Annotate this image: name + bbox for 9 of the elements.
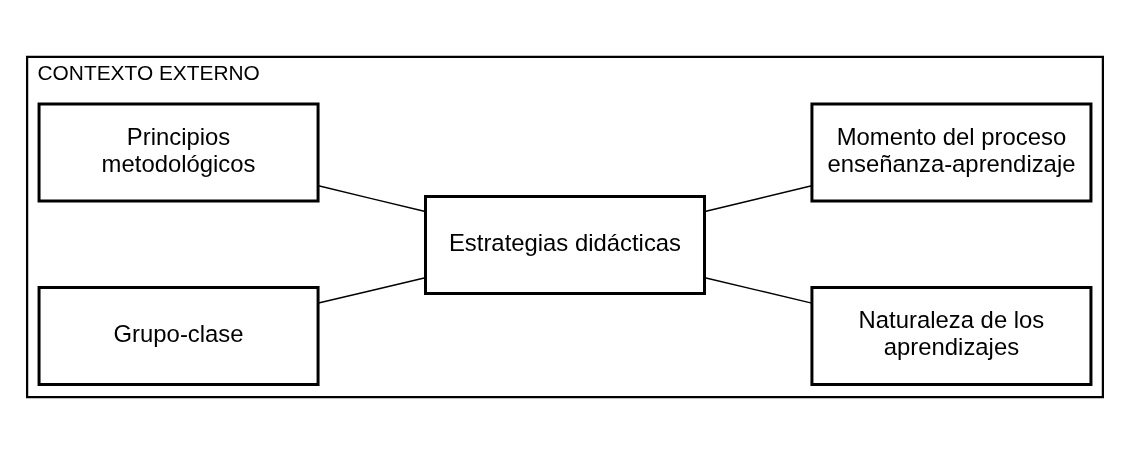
node-box: Naturaleza de los aprendizajes [810, 285, 1093, 386]
connector [704, 185, 813, 213]
node-box: Estrategias didácticas [424, 194, 706, 295]
connector [317, 185, 426, 213]
connector [704, 277, 813, 304]
node-box: Momento del proceso enseñanza-aprendizaje [810, 102, 1093, 203]
node-box: Grupo-clase [37, 285, 320, 386]
connector [317, 276, 426, 304]
node-box: Principios metodológicos [37, 102, 320, 203]
